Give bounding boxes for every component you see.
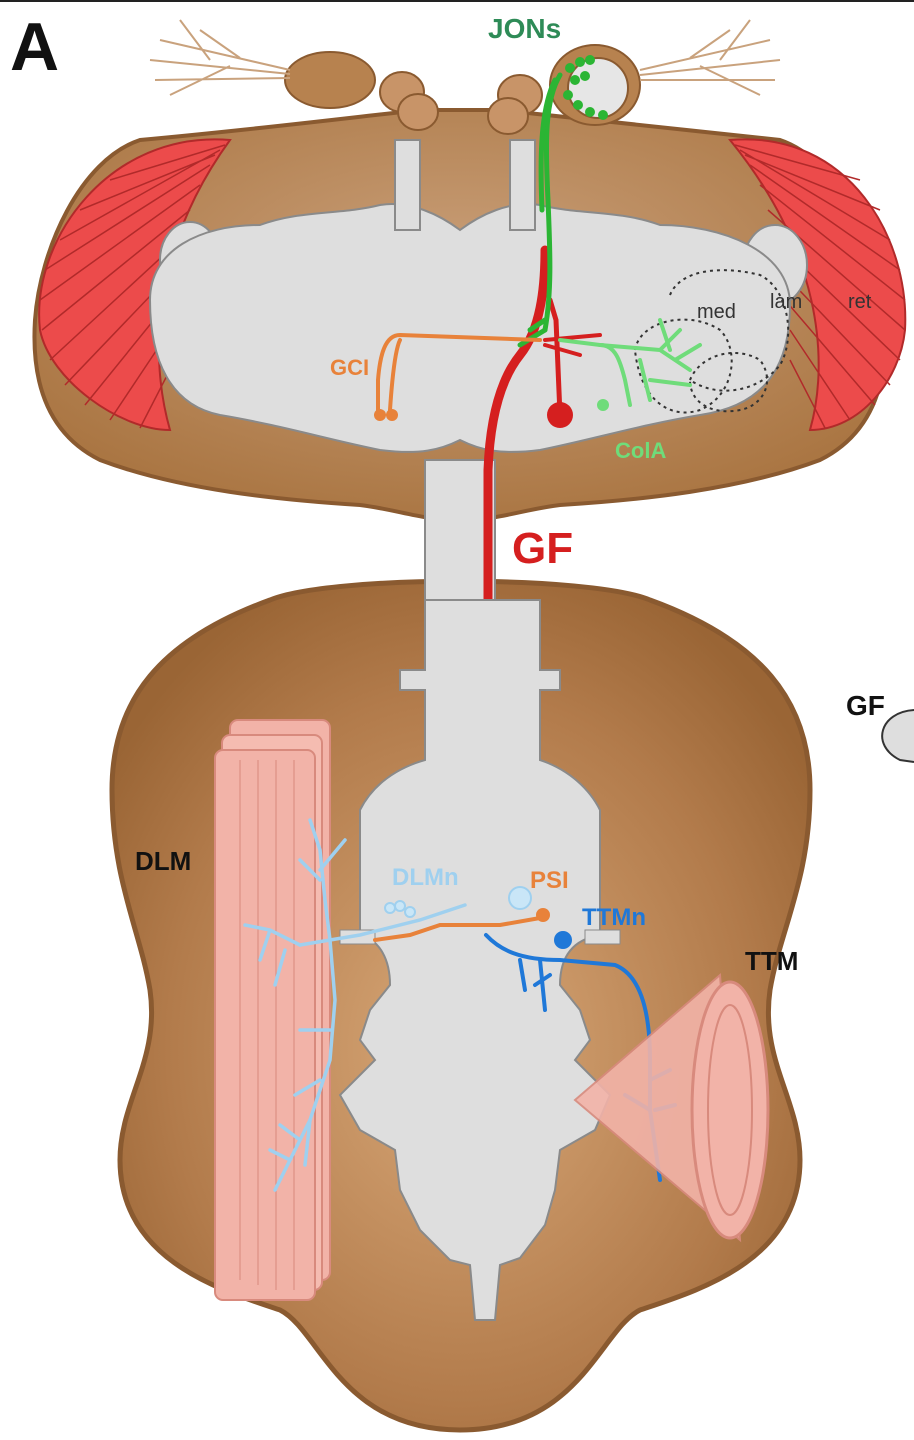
med-label: med (697, 301, 736, 323)
right-nerve (585, 930, 620, 944)
ttmn-label: TTMn (582, 904, 646, 931)
gf-soma (547, 402, 573, 428)
gf-inset-stub (882, 710, 914, 762)
antennal-nerve-left (395, 140, 420, 230)
antennal-nerve-right (510, 140, 535, 230)
ttmn-soma (554, 931, 572, 949)
psi-label: PSI (530, 867, 569, 894)
jons-label: JONs (488, 13, 561, 44)
panel-label: A (10, 9, 59, 85)
cola-soma (597, 399, 609, 411)
dlm-label: DLM (135, 846, 191, 876)
cola-label: ColA (615, 438, 666, 463)
lam-label: lam (770, 291, 802, 313)
gci-label: GCI (330, 355, 369, 380)
dlm-muscle (215, 720, 330, 1300)
gci-soma-2 (386, 409, 398, 421)
psi-soma (536, 908, 550, 922)
brain (150, 204, 790, 452)
gf-label: GF (512, 524, 573, 573)
dlmn-label: DLMn (392, 864, 459, 891)
gci-soma-1 (374, 409, 386, 421)
gf-inset-label: GF (846, 690, 885, 721)
ret-label: ret (848, 291, 872, 313)
ttm-label: TTM (745, 946, 798, 976)
